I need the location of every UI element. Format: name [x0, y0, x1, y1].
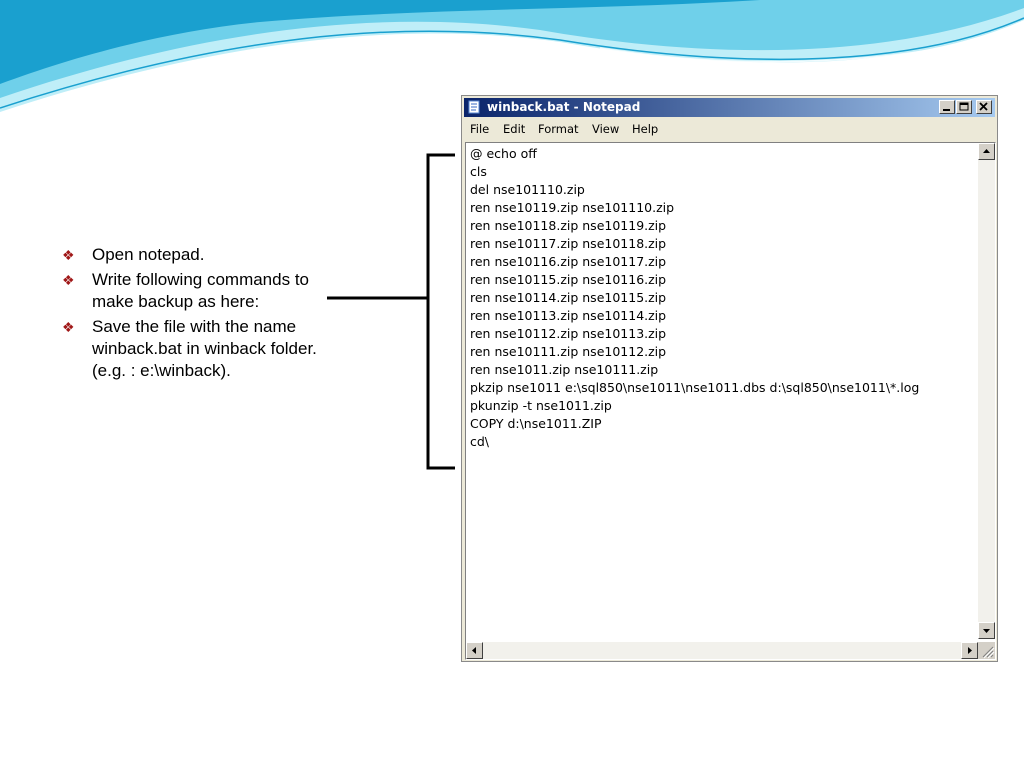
scroll-left-button[interactable] [466, 642, 483, 659]
minimize-icon [943, 109, 950, 111]
code-line: ren nse10116.zip nse10117.zip [470, 254, 667, 269]
close-icon [979, 102, 988, 111]
code-line: ren nse10114.zip nse10115.zip [470, 290, 667, 305]
scroll-up-button[interactable] [978, 143, 995, 160]
diamond-bullet-icon: ❖ [62, 272, 75, 288]
instruction-item: ❖Open notepad. [62, 245, 205, 264]
maximize-button[interactable] [956, 100, 972, 114]
code-line: ren nse10115.zip nse10116.zip [470, 272, 667, 287]
vertical-scrollbar[interactable] [978, 143, 995, 639]
text-editor[interactable]: @ echo off cls del nse101110.zip ren nse… [465, 142, 996, 660]
code-line: pkunzip -t nse1011.zip [470, 398, 612, 413]
instruction-item: ❖Write following commands to make backup… [62, 270, 309, 311]
resize-grip[interactable] [978, 642, 995, 659]
code-line: ren nse10111.zip nse10112.zip [470, 344, 667, 359]
arrow-up-icon [983, 149, 990, 153]
maximize-icon [959, 102, 969, 111]
code-line: pkzip nse1011 e:\sql850\nse1011\nse1011.… [470, 380, 920, 395]
editor-content[interactable]: @ echo off cls del nse101110.zip ren nse… [470, 145, 975, 640]
menu-format[interactable]: Format [538, 122, 579, 136]
minimize-button[interactable] [939, 100, 955, 114]
scroll-down-button[interactable] [978, 622, 995, 639]
horizontal-scrollbar[interactable] [466, 642, 978, 659]
code-line: @ echo off [470, 146, 537, 161]
notepad-icon [468, 100, 480, 114]
code-line: ren nse10117.zip nse10118.zip [470, 236, 667, 251]
arrow-down-icon [983, 629, 990, 633]
menu-edit[interactable]: Edit [503, 122, 526, 136]
menu-bar: File Edit Format View Help [464, 119, 995, 139]
code-line: ren nse10119.zip nse101110.zip [470, 200, 675, 215]
code-line: del nse101110.zip [470, 182, 585, 197]
instruction-item: ❖Save the file with the name winback.bat… [62, 317, 317, 380]
code-line: cd\ [470, 434, 490, 449]
code-line: ren nse1011.zip nse10111.zip [470, 362, 659, 377]
diamond-bullet-icon: ❖ [62, 319, 75, 335]
code-line: cls [470, 164, 487, 179]
header-wave-decoration [0, 0, 1024, 112]
scroll-right-button[interactable] [961, 642, 978, 659]
notepad-window: winback.bat - Notepad File Edit Format V… [461, 95, 998, 662]
window-title: winback.bat - Notepad [487, 100, 641, 114]
instruction-list: ❖Open notepad. ❖Write following commands… [62, 244, 330, 385]
menu-file[interactable]: File [470, 122, 490, 136]
code-line: ren nse10118.zip nse10119.zip [470, 218, 667, 233]
menu-help[interactable]: Help [632, 122, 659, 136]
code-line: COPY d:\nse1011.ZIP [470, 416, 602, 431]
resize-grip-icon [982, 646, 995, 659]
arrow-left-icon [472, 647, 476, 654]
menu-view[interactable]: View [592, 122, 620, 136]
close-button[interactable] [976, 100, 992, 114]
code-line: ren nse10113.zip nse10114.zip [470, 308, 667, 323]
arrow-right-icon [968, 647, 972, 654]
code-line: ren nse10112.zip nse10113.zip [470, 326, 667, 341]
title-bar[interactable]: winback.bat - Notepad [464, 98, 995, 117]
diamond-bullet-icon: ❖ [62, 247, 75, 263]
